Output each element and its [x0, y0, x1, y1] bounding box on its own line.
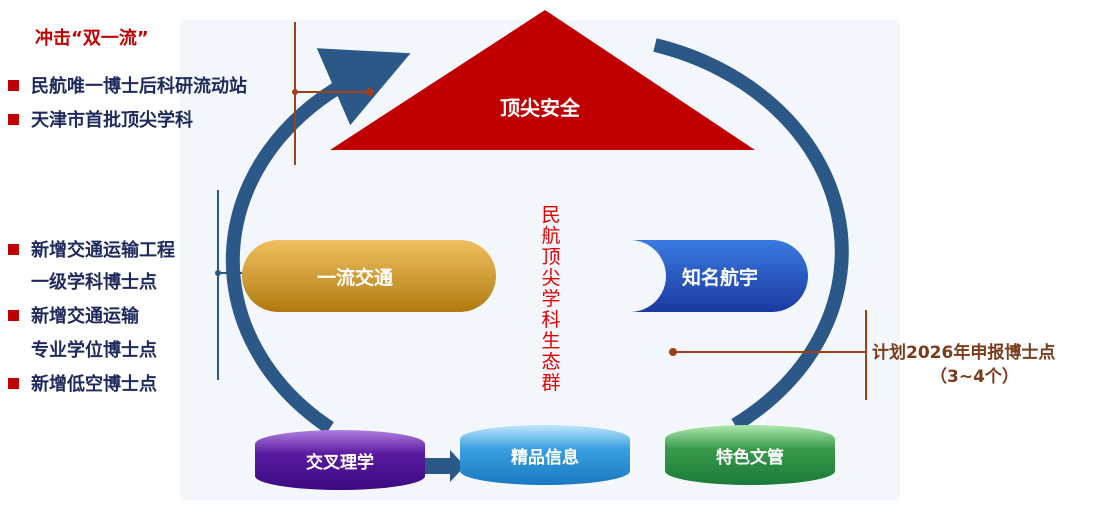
bullet-text-cont: 专业学位博士点 — [31, 340, 157, 361]
pill-right-label: 知名航宇 — [681, 266, 758, 289]
bullet-square-icon — [8, 79, 19, 91]
bullet-square-icon — [8, 243, 19, 255]
bullet-text: 天津市首批顶尖学科 — [31, 110, 193, 131]
arrow-icon — [425, 450, 465, 482]
connector-right — [672, 310, 867, 400]
right-note-line1: 计划2026年申报博士点 — [872, 343, 1056, 363]
bullet-text: 新增交通运输工程 — [31, 240, 175, 261]
bullet-square-icon — [8, 377, 19, 389]
top-left-title: 冲击“双一流” — [35, 28, 149, 49]
bullet-text: 新增低空博士点 — [31, 374, 157, 395]
right-note-line2: （3~4个） — [930, 367, 1019, 387]
bullet-text: 新增交通运输 — [31, 306, 139, 327]
top-triangle — [330, 10, 755, 150]
bullet-square-icon — [8, 113, 19, 125]
cylinder-science: 交叉理学 — [255, 430, 425, 490]
pill-left-shape — [242, 240, 496, 312]
bullet-text: 民航唯一博士后科研流动站 — [31, 76, 247, 97]
vertical-label: 民航顶尖学科生态群 — [541, 204, 561, 394]
bullet-square-icon — [8, 309, 19, 321]
right-cycle-arrow — [653, 38, 849, 431]
bullet-item: 新增交通运输 — [8, 302, 139, 328]
cylinder-management: 特色文管 — [665, 425, 835, 485]
pill-right-shape — [630, 240, 808, 312]
triangle-label: 顶尖安全 — [500, 96, 580, 120]
bullet-item: 新增交通运输工程 — [8, 236, 175, 262]
bullet-item: 天津市首批顶尖学科 — [8, 106, 193, 132]
left-cycle-arrow — [225, 48, 411, 434]
bullet-item: 新增低空博士点 — [8, 370, 157, 396]
cylinder-info: 精品信息 — [460, 425, 630, 485]
bullet-text-cont: 一级学科博士点 — [31, 272, 157, 293]
pill-left-label: 一流交通 — [316, 266, 393, 289]
bullet-item: 民航唯一博士后科研流动站 — [8, 72, 247, 98]
